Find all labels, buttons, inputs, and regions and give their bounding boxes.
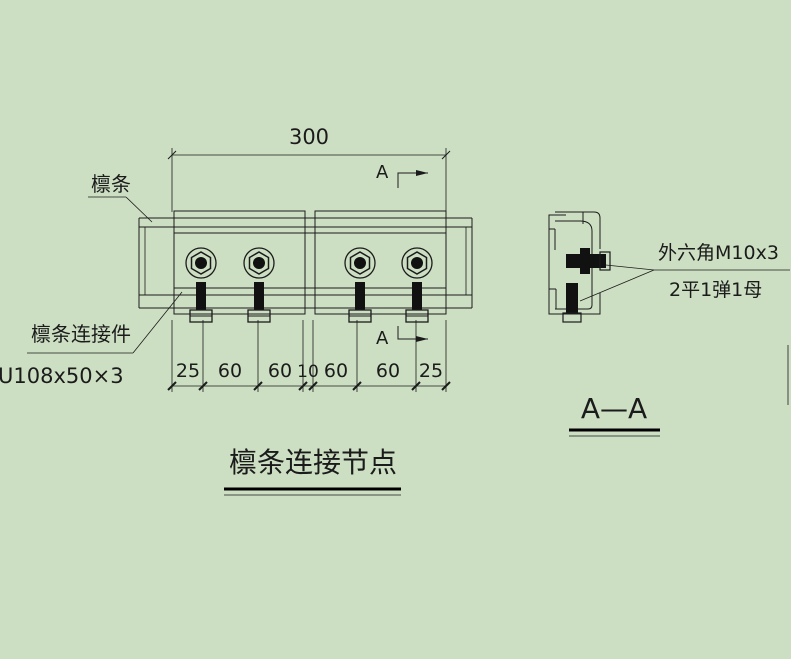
segment-dimensions: 25 60 60 10 60 60 25	[167, 320, 451, 392]
bolt-group	[185, 247, 611, 323]
dim-segment-4: 10	[297, 362, 319, 382]
bolt-body-2	[355, 282, 365, 310]
purlin-label-text: 檩条	[91, 172, 131, 196]
bolt-hex-nut-1	[248, 251, 270, 275]
bolt-shank-0	[195, 257, 207, 269]
section-title-block: A—A	[569, 392, 660, 437]
purlin-label: 檩条	[88, 172, 153, 223]
section-title: A—A	[581, 392, 647, 425]
bolt-washer-2	[344, 247, 376, 279]
dim-segment-7: 25	[419, 360, 443, 382]
bolt-label-line1: 外六角M10x3	[658, 242, 779, 264]
bolt-hex-nut-3	[406, 251, 428, 275]
section-marker-top-label: A	[376, 162, 389, 183]
section-bolt-upper-nut	[580, 248, 590, 274]
bolt-body-1	[254, 282, 264, 310]
section-bolt-upper-head	[599, 251, 611, 271]
purlin-elevation	[138, 210, 473, 315]
section-marker-top: A	[376, 162, 428, 188]
connector-label-text: 檩条连接件	[31, 322, 131, 346]
dim-segment-1: 25	[176, 360, 200, 382]
connector-label: 檩条连接件 U108x50×3	[0, 291, 183, 388]
connector-spec-text: U108x50×3	[0, 364, 124, 388]
section-bolt-lower-shank	[566, 283, 578, 313]
bolt-hex-nut-0	[190, 251, 212, 275]
bolt-washer-3	[401, 247, 433, 279]
bolt-hex-nut-2	[349, 251, 371, 275]
bolt-body-3	[412, 282, 422, 310]
dim-segment-2: 60	[218, 360, 242, 382]
dim-segment-6: 60	[376, 360, 400, 382]
dim-segment-3: 60	[268, 360, 292, 382]
main-title: 檩条连接节点	[229, 446, 397, 479]
main-title-block: 檩条连接节点	[224, 446, 401, 496]
section-bolt-lower-head	[562, 312, 582, 323]
bolt-shank-1	[253, 257, 265, 269]
bolt-washer-0	[185, 247, 217, 279]
bolt-shank-3	[411, 257, 423, 269]
bolt-label: 外六角M10x3 2平1弹1母	[579, 242, 790, 302]
section-marker-bottom: A	[376, 326, 428, 349]
section-marker-bottom-label: A	[376, 328, 389, 349]
bolt-shank-2	[354, 257, 366, 269]
overall-dimension-label: 300	[289, 125, 329, 149]
bolt-washer-1	[243, 247, 275, 279]
overall-dimension: 300	[167, 125, 451, 212]
bolt-body-0	[196, 282, 206, 310]
bolt-label-line2: 2平1弹1母	[669, 279, 762, 301]
dim-segment-5: 60	[324, 360, 348, 382]
